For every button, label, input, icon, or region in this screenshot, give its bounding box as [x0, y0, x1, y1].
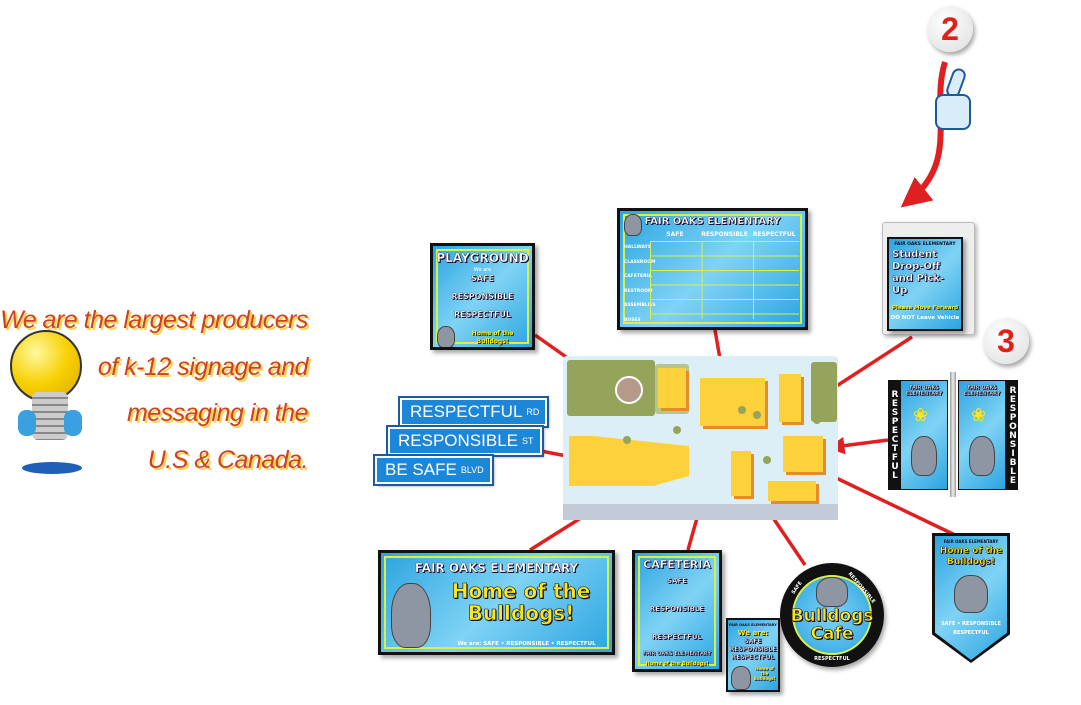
- street-name: RESPECTFUL: [410, 402, 523, 421]
- banner-vertical-text: RESPONSIBLE: [1006, 380, 1018, 490]
- column-responsible: RESPONSIBLE: [701, 231, 748, 238]
- street-suffix: RD: [526, 407, 540, 417]
- matrix-title: FAIR OAKS ELEMENTARY: [644, 216, 781, 227]
- step-2-badge: 2: [927, 6, 973, 52]
- small-sign-school: FAIR OAKS ELEMENTARY: [729, 623, 777, 627]
- campus-map: [563, 356, 838, 520]
- small-sign-line: RESPECTFUL: [731, 654, 775, 661]
- street-name: BE SAFE: [385, 460, 457, 479]
- bulldogs-cafe-circle-sign[interactable]: Bulldogs Cafe SAFE RESPONSIBLE RESPECTFU…: [780, 563, 884, 667]
- bulldog-icon: [954, 575, 988, 613]
- banner-school: FAIR OAKS ELEMENTARY: [905, 385, 943, 397]
- bulldog-icon: [437, 326, 455, 347]
- bulldog-icon: [816, 577, 848, 607]
- cafe-respectful: RESPECTFUL: [814, 656, 850, 662]
- home-of-bulldogs-banner[interactable]: FAIR OAKS ELEMENTARY Home of the Bulldog…: [378, 550, 615, 655]
- playground-footer: Home of the Bulldogs!: [471, 330, 514, 345]
- playground-sign[interactable]: PLAYGROUND We are SAFE RESPONSIBLE RESPE…: [430, 243, 535, 350]
- row-label: RESTROOM: [624, 288, 653, 294]
- street-sign-responsible[interactable]: RESPONSIBLE ST: [386, 425, 544, 457]
- thumbs-up-icon: [933, 66, 973, 132]
- banner-school: FAIR OAKS ELEMENTARY: [414, 561, 579, 575]
- respectful-label: RESPECTFUL: [453, 310, 512, 319]
- bulldog-icon: [731, 666, 751, 690]
- we-are-label: We are: [473, 267, 492, 273]
- row-label: CLASSROOM: [624, 259, 656, 265]
- row-label: BUSES: [624, 317, 641, 323]
- step-3-badge: 3: [983, 318, 1029, 364]
- arrow-step-2: [900, 61, 948, 208]
- cafe-title: Bulldogs Cafe: [790, 606, 874, 644]
- aframe-title: Student Drop-Off and Pick-Up: [892, 249, 944, 296]
- arrow-pole: [827, 436, 889, 455]
- banner-vertical-text: RESPECTFUL: [888, 380, 900, 490]
- row-label: HALLWAYS: [624, 245, 651, 250]
- cafeteria-footer: Home of the Bulldogs!: [645, 661, 709, 667]
- banner-footer: We are: SAFE • RESPONSIBLE • RESPECTFUL: [457, 641, 596, 647]
- pennant-footer-1: SAFE • RESPONSIBLE: [941, 621, 1001, 627]
- column-respectful: RESPECTFUL: [752, 231, 796, 238]
- cafeteria-title: CAFETERIA: [643, 558, 711, 571]
- banner-school: FAIR OAKS ELEMENTARY: [963, 385, 1001, 397]
- pennant-title: Home of the Bulldogs!: [939, 546, 1003, 567]
- tagline-line-1: We are the largest producers: [0, 306, 308, 334]
- banner-title: Home of the Bulldogs!: [451, 579, 591, 625]
- light-pole: [950, 372, 956, 497]
- responsible-label: RESPONSIBLE: [451, 292, 514, 301]
- aframe-school: FAIR OAKS ELEMENTARY: [894, 242, 956, 247]
- paw-icon: ❀: [913, 405, 929, 426]
- safe-label: SAFE: [471, 274, 494, 283]
- street-suffix: ST: [522, 436, 534, 446]
- small-sign-we-are: We are:: [737, 629, 769, 637]
- small-sign-footer: Home of the Bulldogs!: [753, 666, 776, 681]
- expectations-matrix-sign[interactable]: FAIR OAKS ELEMENTARY SAFE RESPONSIBLE RE…: [617, 208, 808, 330]
- aframe-line2: DO NOT Leave Vehicle: [890, 315, 960, 321]
- street-name: RESPONSIBLE: [398, 431, 518, 450]
- bulldog-icon: [391, 583, 431, 648]
- tagline-line-4: U.S & Canada.: [147, 446, 309, 474]
- bulldog-icon: [969, 436, 995, 476]
- cafeteria-school: FAIR OAKS ELEMENTARY: [642, 651, 712, 657]
- small-expectations-sign[interactable]: FAIR OAKS ELEMENTARY We are: SAFE RESPON…: [726, 618, 780, 692]
- matrix-grid: [650, 241, 799, 319]
- safe-label: SAFE: [666, 577, 688, 585]
- row-label: ASSEMBLIES: [624, 303, 656, 308]
- pole-banner-right[interactable]: FAIR OAKS ELEMENTARY ❀ RESPONSIBLE: [958, 380, 1018, 490]
- cafeteria-sign[interactable]: CAFETERIA SAFE RESPONSIBLE RESPECTFUL FA…: [632, 550, 722, 672]
- small-sign-line: RESPONSIBLE: [729, 646, 777, 653]
- pennant-school: FAIR OAKS ELEMENTARY: [943, 539, 999, 544]
- pennant-sign[interactable]: FAIR OAKS ELEMENTARY Home of the Bulldog…: [932, 533, 1010, 663]
- playground-title: PLAYGROUND: [436, 251, 529, 265]
- tagline-line-2: of k-12 signage and: [97, 353, 309, 381]
- small-sign-line: SAFE: [744, 638, 762, 645]
- paw-icon: ❀: [971, 405, 987, 426]
- lightbulb-mascot: [10, 330, 95, 475]
- row-label: CAFETERIA: [624, 274, 652, 279]
- tagline-line-3: messaging in the: [126, 399, 309, 427]
- pole-banner-left[interactable]: RESPECTFUL FAIR OAKS ELEMENTARY ❀: [888, 380, 948, 490]
- aframe-sign[interactable]: FAIR OAKS ELEMENTARY Student Drop-Off an…: [882, 222, 975, 335]
- pennant-footer-2: RESPECTFUL: [953, 630, 989, 636]
- responsible-label: RESPONSIBLE: [649, 605, 705, 613]
- street-suffix: BLVD: [460, 465, 484, 475]
- aframe-line1: Please Move Forward: [891, 305, 959, 311]
- bulldog-icon: [624, 214, 642, 236]
- respectful-label: RESPECTFUL: [652, 633, 702, 641]
- column-safe: SAFE: [666, 231, 684, 238]
- bulldog-icon: [911, 436, 937, 476]
